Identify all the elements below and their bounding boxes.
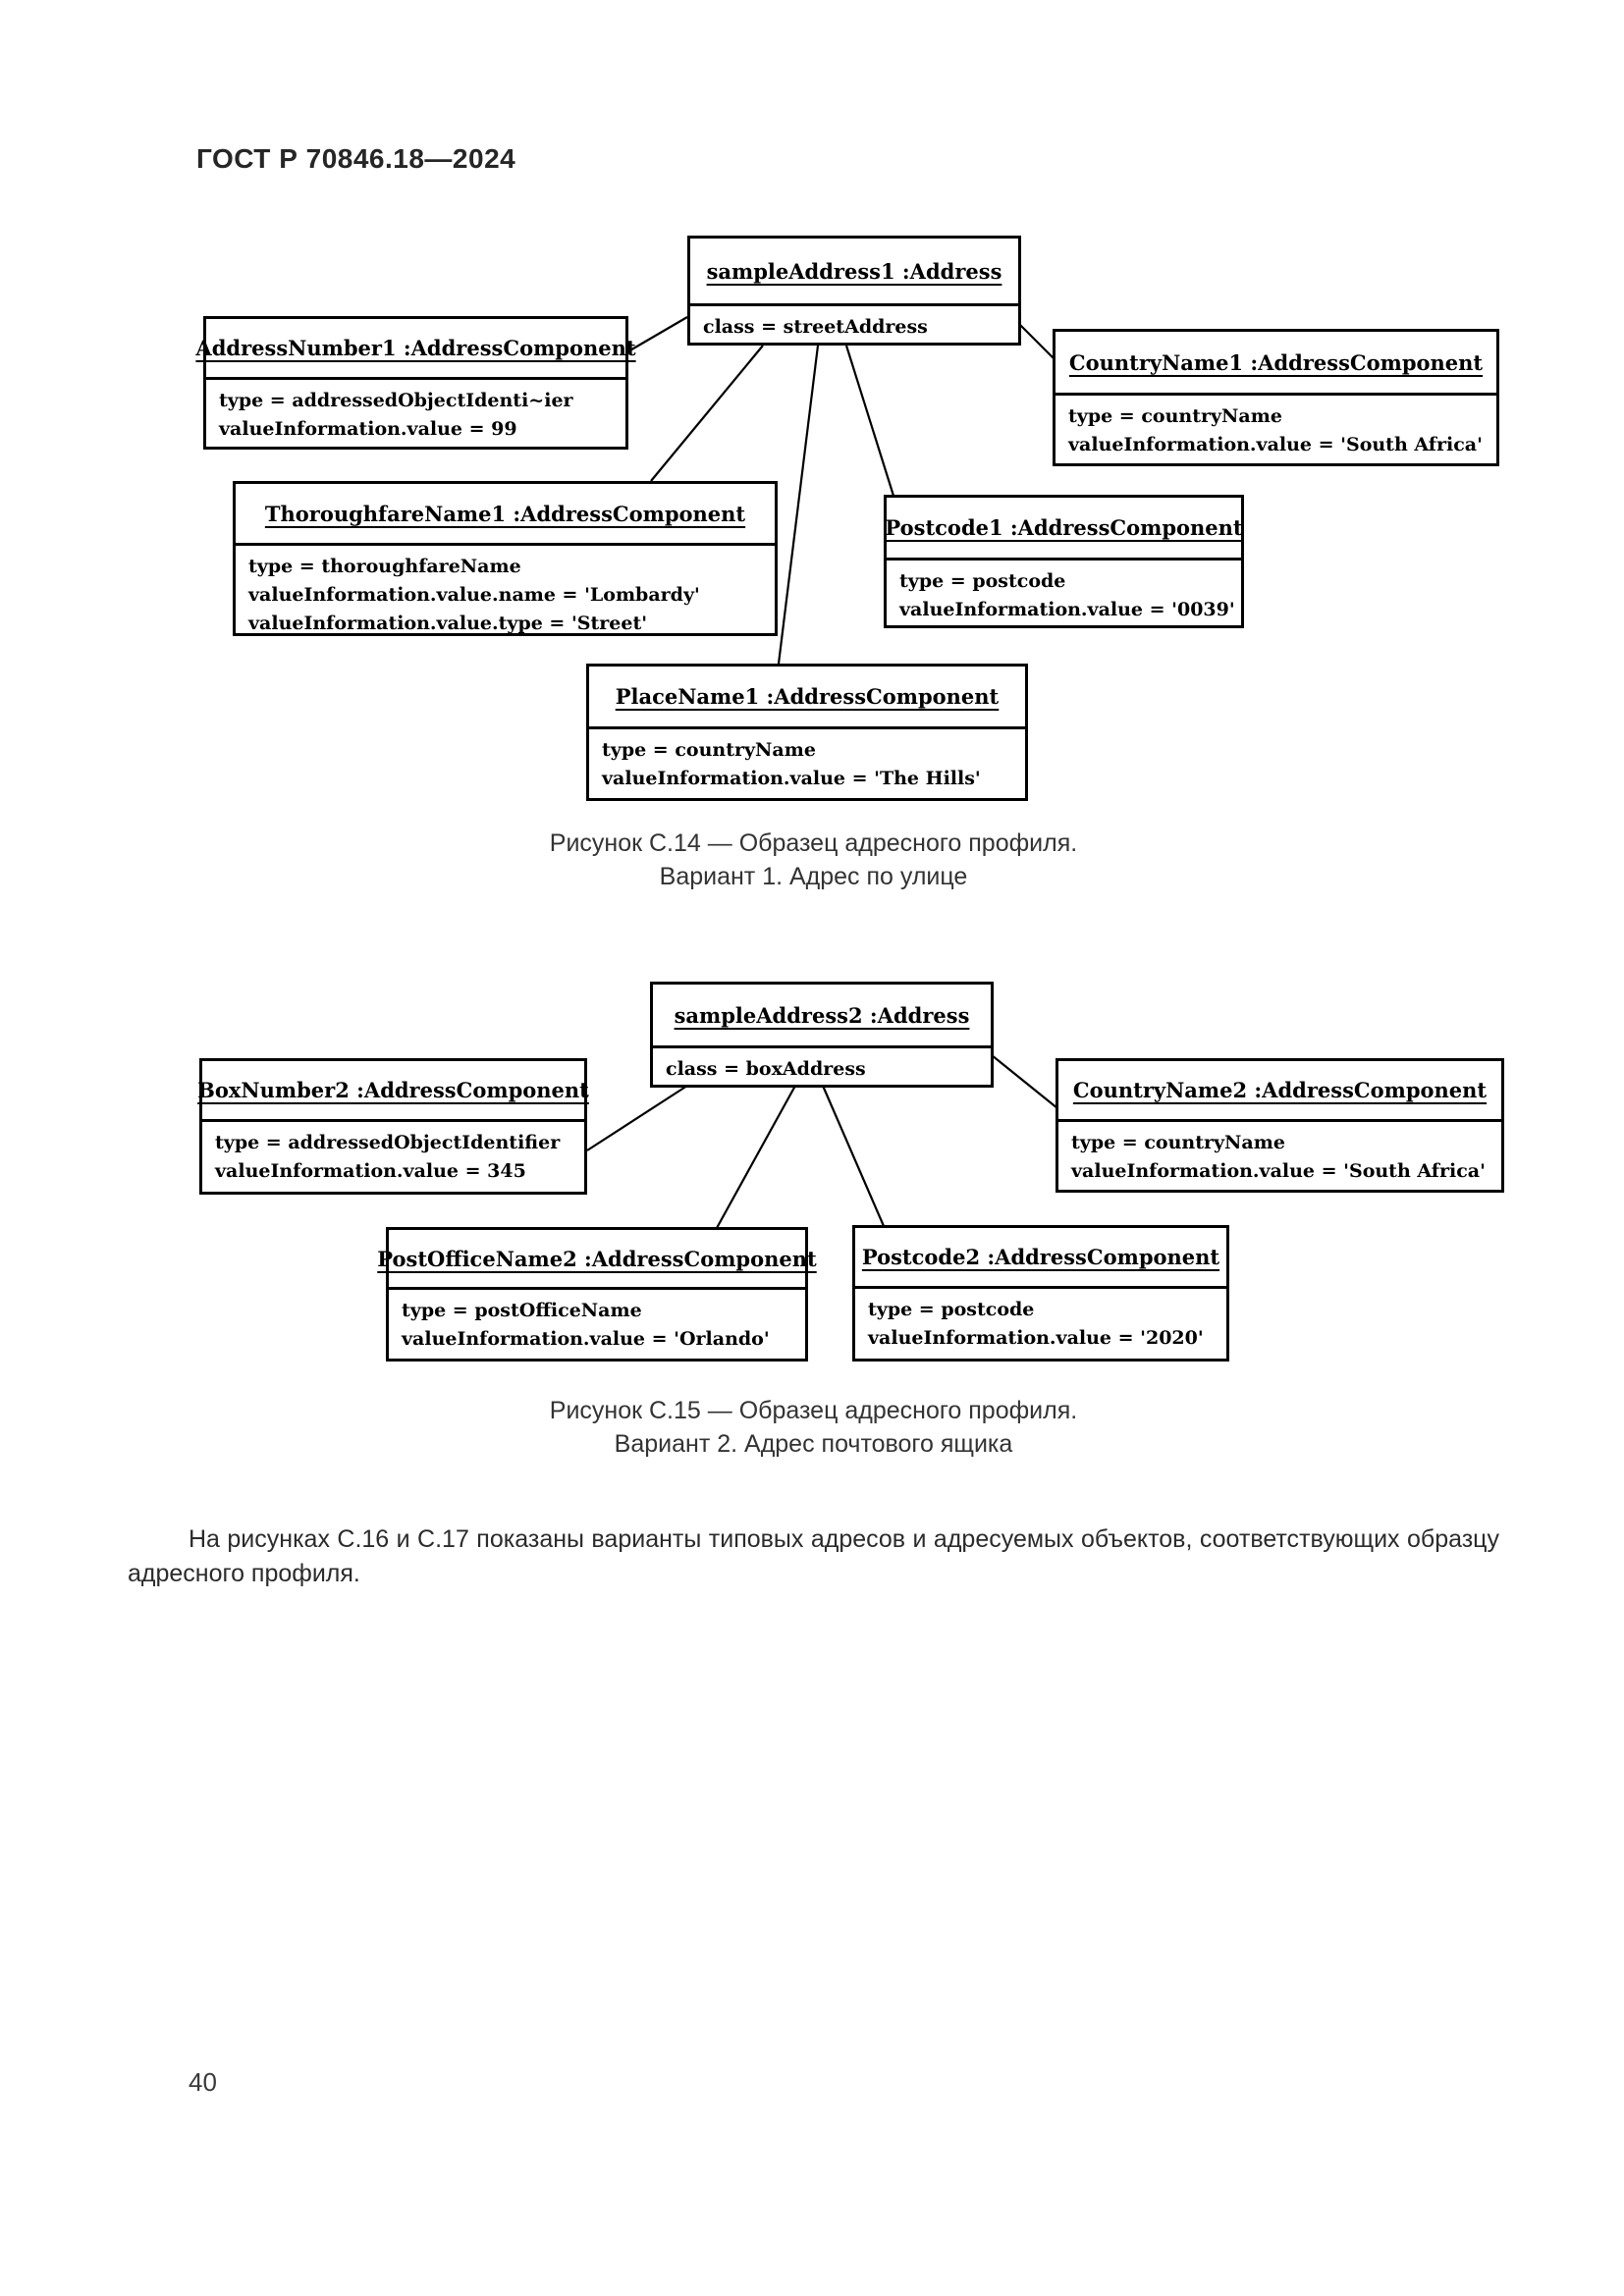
- uml-object-boxnumber2: BoxNumber2 :AddressComponent type = addr…: [197, 1058, 589, 1195]
- uml-object-body: type = postcode valueInformation.value =…: [887, 558, 1241, 624]
- uml-object-body: type = countryName valueInformation.valu…: [1056, 393, 1496, 459]
- uml-attribute: type = countryName: [1068, 405, 1282, 427]
- uml-attribute: valueInformation.value = 'South Africa': [1071, 1160, 1486, 1182]
- connector-line: [586, 1085, 688, 1151]
- connector-line: [716, 1085, 796, 1229]
- uml-object-thoroughfarename1: ThoroughfareName1 :AddressComponent type…: [233, 481, 778, 636]
- uml-attribute: type = postcode: [899, 570, 1066, 592]
- uml-attribute: valueInformation.value = '2020': [868, 1327, 1204, 1349]
- uml-attribute: class = boxAddress: [666, 1058, 866, 1080]
- uml-attribute: valueInformation.value = 345: [215, 1160, 526, 1182]
- body-paragraph: На рисунках С.16 и С.17 показаны вариант…: [128, 1525, 1499, 1587]
- uml-object-body: type = addressedObjectIdentifier valueIn…: [202, 1119, 584, 1186]
- uml-attribute: type = countryName: [1071, 1132, 1285, 1153]
- figure-caption-c14: Рисунок С.14 — Образец адресного профиля…: [128, 827, 1499, 893]
- page-header: ГОСТ Р 70846.18—2024: [196, 143, 516, 174]
- uml-object-title: CountryName1 :AddressComponent: [1068, 349, 1484, 375]
- connector-line: [650, 345, 764, 482]
- uml-object-title: sampleAddress1 :Address: [706, 258, 1002, 284]
- uml-object-body: class = streetAddress: [690, 303, 1018, 342]
- uml-object-title: PostOfficeName2 :AddressComponent: [377, 1246, 817, 1271]
- uml-attribute: type = addressedObjectIdentifier: [215, 1132, 561, 1153]
- uml-attribute: valueInformation.value = 99: [219, 418, 517, 440]
- uml-object-sampleaddress1: sampleAddress1 :Address class = streetAd…: [687, 236, 1021, 346]
- figure-caption-line: Вариант 1. Адрес по улице: [659, 863, 968, 890]
- uml-object-title: sampleAddress2 :Address: [674, 1002, 970, 1028]
- uml-object-body: type = postOfficeName valueInformation.v…: [389, 1287, 805, 1354]
- uml-attribute: valueInformation.value.type = 'Street': [248, 613, 648, 634]
- uml-object-body: type = postcode valueInformation.value =…: [855, 1286, 1226, 1353]
- uml-object-body: type = countryName valueInformation.valu…: [1058, 1119, 1501, 1186]
- uml-attribute: valueInformation.value = 'Orlando': [402, 1328, 770, 1350]
- uml-attribute: valueInformation.value = 'The Hills': [602, 768, 981, 789]
- connector-line: [1018, 323, 1056, 360]
- uml-attribute: valueInformation.value = 'South Africa': [1068, 434, 1483, 455]
- uml-attribute: valueInformation.value = '0039': [899, 599, 1235, 620]
- uml-object-title: AddressNumber1 :AddressComponent: [195, 336, 636, 360]
- connector-line: [844, 345, 895, 497]
- uml-object-countryname1: CountryName1 :AddressComponent type = co…: [1053, 329, 1499, 466]
- uml-object-countryname2: CountryName2 :AddressComponent type = co…: [1056, 1058, 1504, 1193]
- uml-object-body: type = thoroughfareName valueInformation…: [236, 543, 775, 638]
- uml-object-title: ThoroughfareName1 :AddressComponent: [264, 501, 746, 526]
- uml-object-sampleaddress2: sampleAddress2 :Address class = boxAddre…: [650, 982, 994, 1088]
- uml-object-title: Postcode2 :AddressComponent: [861, 1245, 1220, 1269]
- uml-attribute: type = postOfficeName: [402, 1300, 642, 1321]
- uml-attribute: class = streetAddress: [703, 316, 928, 338]
- connector-line: [627, 316, 688, 352]
- figure-caption-c15: Рисунок С.15 — Образец адресного профиля…: [128, 1394, 1499, 1461]
- uml-attribute: valueInformation.value.name = 'Lombardy': [248, 584, 700, 606]
- uml-object-body: type = countryName valueInformation.valu…: [589, 726, 1025, 793]
- uml-object-postcode2: Postcode2 :AddressComponent type = postc…: [852, 1225, 1229, 1362]
- uml-attribute: type = thoroughfareName: [248, 556, 521, 577]
- uml-object-title: BoxNumber2 :AddressComponent: [197, 1078, 589, 1102]
- uml-attribute: type = addressedObjectIdenti~ier: [219, 390, 573, 411]
- uml-object-postcode1: Postcode1 :AddressComponent type = postc…: [884, 495, 1244, 628]
- uml-object-placename1: PlaceName1 :AddressComponent type = coun…: [586, 664, 1028, 801]
- connector-line: [777, 345, 820, 665]
- connector-line: [991, 1054, 1058, 1109]
- uml-object-addressnumber1: AddressNumber1 :AddressComponent type = …: [195, 316, 636, 450]
- figure-caption-line: Рисунок С.14 — Образец адресного профиля…: [549, 829, 1078, 857]
- uml-object-body: class = boxAddress: [653, 1045, 991, 1084]
- connector-line: [821, 1085, 886, 1227]
- uml-object-title: Postcode1 :AddressComponent: [885, 515, 1243, 540]
- uml-attribute: type = postcode: [868, 1299, 1035, 1320]
- figure-caption-line: Рисунок С.15 — Образец адресного профиля…: [549, 1397, 1078, 1424]
- uml-attribute: type = countryName: [602, 739, 816, 761]
- uml-object-title: CountryName2 :AddressComponent: [1072, 1078, 1488, 1102]
- uml-object-postofficename2: PostOfficeName2 :AddressComponent type =…: [377, 1227, 817, 1362]
- page-number: 40: [189, 2067, 217, 2097]
- uml-object-body: type = addressedObjectIdenti~ier valueIn…: [206, 377, 625, 444]
- figure-caption-line: Вариант 2. Адрес почтового ящика: [614, 1430, 1013, 1458]
- uml-object-title: PlaceName1 :AddressComponent: [615, 684, 1000, 709]
